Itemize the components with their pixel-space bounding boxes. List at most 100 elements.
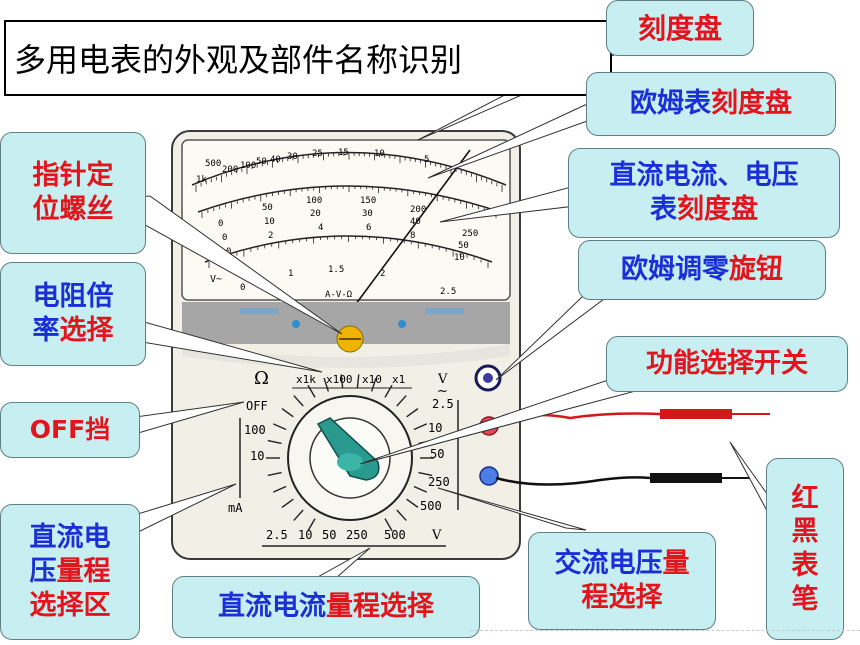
- ohm-tick-40: 40: [270, 155, 281, 165]
- right-tick-50: 50: [430, 447, 444, 461]
- callout-dial-text: 刻度盘: [637, 11, 722, 45]
- ac-tick-1: 1: [288, 269, 293, 279]
- callout-probes-2: 黑: [791, 516, 819, 548]
- dc2-tick-50: 50: [458, 241, 469, 251]
- callout-off-text: OFF挡: [29, 415, 111, 445]
- callout-dc-volt-2b: 量程: [56, 556, 111, 588]
- dial-tick: [384, 518, 393, 532]
- callout-probes: 红 黑 表 笔: [766, 458, 844, 640]
- bottom-tick-2-5: 2.5: [266, 528, 288, 542]
- dc2-tick-0: 0: [222, 233, 227, 243]
- dial-tick: [293, 509, 304, 521]
- meter-pointer: [349, 149, 471, 313]
- dial-tick: [307, 518, 316, 532]
- ohm-tick-1k: 1k: [196, 175, 207, 185]
- callout-resist-mult: 电阻倍 率选择: [0, 262, 146, 366]
- dc3-tick-6: 6: [366, 223, 371, 233]
- callout-resist-mult-2b: 选择: [59, 315, 114, 346]
- right-tick-250: 250: [428, 475, 450, 489]
- bottom-tick-500: 500: [384, 528, 406, 542]
- dial-tick: [323, 377, 330, 392]
- range-x100: x100: [326, 373, 353, 386]
- dc2-tick-20: 20: [310, 209, 321, 219]
- dc-tick-200: 200: [410, 205, 426, 215]
- callout-ac-volt-2: 程选择: [581, 582, 663, 613]
- ma-label: mA: [228, 501, 243, 515]
- dc-tick-50: 50: [262, 203, 273, 213]
- off-label: OFF: [246, 399, 268, 413]
- ac-tick-2-5: 2.5: [440, 287, 456, 297]
- callout-ohm-scale: 欧姆表刻度盘: [586, 72, 836, 136]
- right-tick-500: 500: [420, 499, 442, 513]
- rotary-knob[interactable]: [316, 417, 380, 481]
- footer-divider: [470, 630, 860, 631]
- callout-ohm-scale-b: 刻度盘: [711, 88, 792, 120]
- rotary-knob-highlight: [337, 453, 363, 471]
- ohm-tick-25: 25: [312, 149, 323, 159]
- red-probe-handle: [660, 409, 732, 419]
- dial-tick: [340, 374, 344, 389]
- callout-dial: 刻度盘: [606, 0, 754, 56]
- left-tick-100: 100: [244, 423, 266, 437]
- page-title-text: 多用电表的外观及部件名称识别: [14, 41, 463, 79]
- dial-ticks: [266, 374, 434, 532]
- dc-scale-arc: [197, 185, 501, 213]
- dial-tick: [281, 498, 294, 508]
- dial-tick: [267, 439, 282, 445]
- blue-jack[interactable]: [479, 466, 499, 486]
- callout-resist-mult-1: 电阻倍: [32, 281, 114, 313]
- ohm-tick-100: 100: [240, 161, 256, 171]
- callout-ohm-zero-b: 旋钮: [729, 254, 783, 286]
- page-title: 多用电表的外观及部件名称识别: [4, 20, 612, 96]
- callout-dc-scale-b: 刻度盘: [677, 194, 758, 225]
- ohm-symbol: Ω: [254, 368, 269, 389]
- dial-tick: [272, 423, 287, 431]
- bottom-v-label: V: [431, 528, 442, 543]
- ohm-tick-10: 10: [374, 149, 385, 159]
- callout-pointer-screw-1: 指针定: [32, 160, 114, 192]
- dc-tick-0: 0: [218, 219, 223, 229]
- dc-tick-100: 100: [306, 196, 322, 206]
- ac-tick-2: 2: [380, 269, 385, 279]
- callout-dc-scale: 直流电流、电压 表刻度盘: [568, 148, 840, 238]
- dc-tick-150: 150: [360, 196, 376, 206]
- ac-volt-symbol: V: [437, 372, 448, 387]
- dial-tick: [406, 408, 419, 418]
- dial-tick: [396, 395, 407, 407]
- black-probe-wire: [495, 476, 651, 486]
- callout-ohm-zero: 欧姆调零旋钮: [578, 240, 826, 300]
- dc3-tick-4: 4: [318, 223, 323, 233]
- callout-dc-volt-2a: 压: [29, 556, 57, 588]
- range-x1: x1: [392, 373, 405, 386]
- right-tick-10: 10: [428, 421, 442, 435]
- ac-volt-tilde: ~: [437, 384, 448, 399]
- dial-tick: [384, 384, 393, 398]
- ohm-tick-50: 50: [256, 157, 267, 167]
- bottom-tick-10: 10: [298, 528, 312, 542]
- ohm-tick-500: 500: [205, 159, 221, 169]
- callout-dc-scale-line1: 直流电流、电压: [609, 160, 799, 192]
- ohm-tick-30: 30: [287, 152, 298, 162]
- callout-dc-curr-b: 量程选择: [326, 591, 434, 623]
- callout-resist-mult-2a: 率: [32, 315, 60, 346]
- bottom-tick-50: 50: [322, 528, 336, 542]
- callout-pointer-screw: 指针定 位螺丝: [0, 132, 146, 254]
- ohm-zero-knob-center: [483, 373, 493, 383]
- callout-dc-volt-3: 选择区: [29, 589, 111, 621]
- dial-tick: [413, 485, 428, 493]
- callout-ac-volt-1a: 交流电压: [554, 548, 663, 580]
- bottom-tick-250: 250: [346, 528, 368, 542]
- ac-tick-1-5: 1.5: [328, 265, 344, 275]
- black-probe-handle: [650, 473, 722, 483]
- callout-func-switch: 功能选择开关: [606, 336, 848, 392]
- leader-ac-volt: [437, 487, 587, 531]
- dial-tick: [293, 395, 304, 407]
- callout-probes-3: 表: [791, 550, 819, 581]
- callout-probes-4: 笔: [791, 583, 819, 615]
- dial-tick: [281, 408, 294, 418]
- ohm-tick-15: 15: [338, 148, 349, 158]
- callout-ohm-zero-a: 欧姆调零: [621, 254, 729, 286]
- range-x10: x10: [362, 373, 382, 386]
- ac-symbol-face: V~: [210, 274, 222, 285]
- dial-tick: [267, 471, 282, 477]
